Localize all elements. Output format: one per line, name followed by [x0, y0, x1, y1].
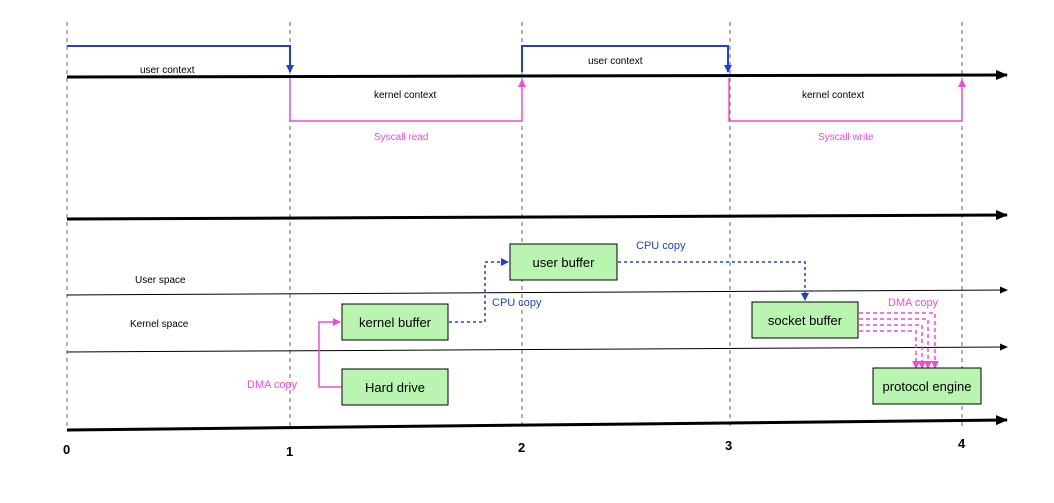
- time-guides: [66, 22, 963, 430]
- cpu-copy-arrow-1: [449, 258, 509, 323]
- cpu-copy-arrow-2: [618, 261, 809, 301]
- user-context-label-2: user context: [588, 56, 643, 67]
- kernel-space-label: Kernel space: [130, 319, 189, 330]
- dma-copy-arrow-2a: [859, 312, 939, 369]
- dma-copy-arrow-2c: [859, 324, 926, 369]
- kernel-context-line-1: [289, 78, 526, 122]
- user-context-label-1: user context: [140, 65, 195, 76]
- separator-axis: [66, 210, 1008, 221]
- time-axis: [66, 415, 1008, 432]
- syscall-write-label: Syscall write: [818, 132, 874, 143]
- syscall-read-label: Syscall read: [374, 132, 428, 143]
- dma-copy-label-2: DMA copy: [888, 297, 939, 309]
- kernel-space-line: [66, 343, 1008, 353]
- context-axis: [66, 70, 1008, 81]
- user-buffer-label: user buffer: [533, 255, 596, 270]
- dma-copy-arrows-2: [859, 312, 939, 369]
- hard-drive-label: Hard drive: [365, 380, 425, 395]
- user-space-line: [66, 286, 1008, 296]
- kernel-context-line-2: [728, 78, 966, 122]
- dma-copy-arrow-1: [318, 318, 342, 388]
- user-context-line-2: [521, 45, 732, 73]
- dma-copy-label-1: DMA copy: [247, 379, 298, 391]
- kernel-buffer-box: kernel buffer: [341, 303, 449, 341]
- cpu-copy-label-2: CPU copy: [636, 240, 686, 252]
- kernel-buffer-label: kernel buffer: [359, 315, 432, 330]
- tick-3: 3: [725, 438, 732, 453]
- user-context-line-1: [67, 45, 294, 73]
- kernel-context-label-1: kernel context: [374, 90, 436, 101]
- socket-buffer-label: socket buffer: [768, 313, 843, 328]
- protocol-engine-label: protocol engine: [883, 379, 972, 394]
- user-space-label: User space: [135, 275, 186, 286]
- tick-2: 2: [518, 440, 525, 455]
- tick-0: 0: [63, 442, 70, 457]
- dma-copy-arrow-2d: [859, 330, 920, 369]
- socket-buffer-box: socket buffer: [751, 301, 859, 339]
- user-buffer-box: user buffer: [509, 243, 618, 281]
- tick-1: 1: [286, 444, 293, 459]
- tick-4: 4: [958, 436, 966, 451]
- dma-copy-arrow-2b: [859, 318, 932, 369]
- cpu-copy-label-1: CPU copy: [492, 297, 542, 309]
- hard-drive-box: Hard drive: [341, 368, 449, 406]
- protocol-engine-box: protocol engine: [872, 367, 982, 405]
- kernel-context-label-2: kernel context: [802, 90, 864, 101]
